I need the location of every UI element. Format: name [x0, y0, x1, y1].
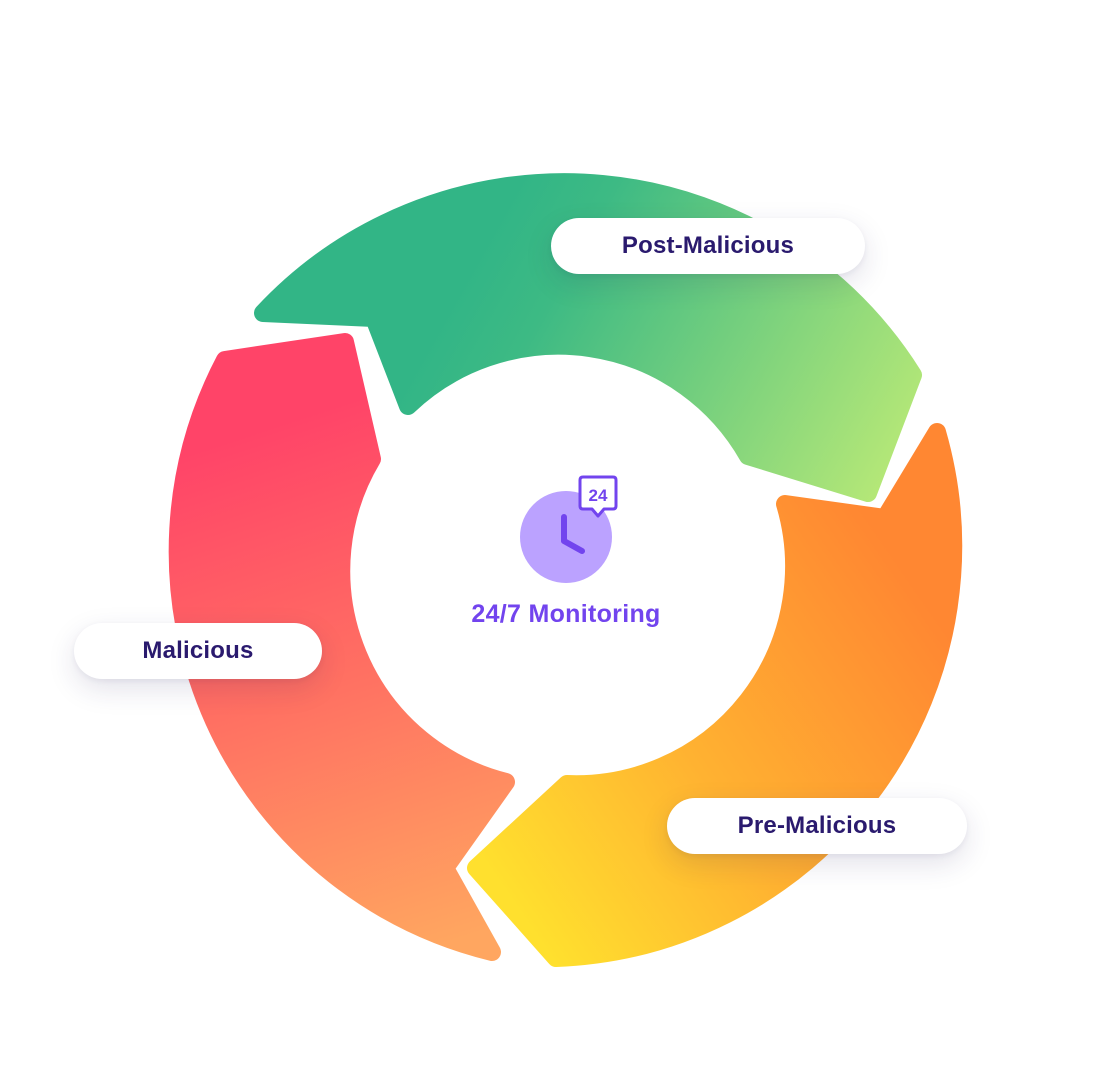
badge-text: 24	[589, 486, 608, 505]
clock-hands	[561, 514, 585, 554]
post-malicious-label: Post-Malicious	[551, 218, 865, 274]
center-title: 24/7 Monitoring	[471, 600, 661, 628]
24-badge-icon: 24	[578, 475, 618, 518]
pre-malicious-label: Pre-Malicious	[667, 798, 967, 854]
malicious-arrow	[168, 333, 515, 961]
clock-24-icon: 24	[520, 475, 618, 583]
malicious-label: Malicious	[74, 623, 322, 679]
